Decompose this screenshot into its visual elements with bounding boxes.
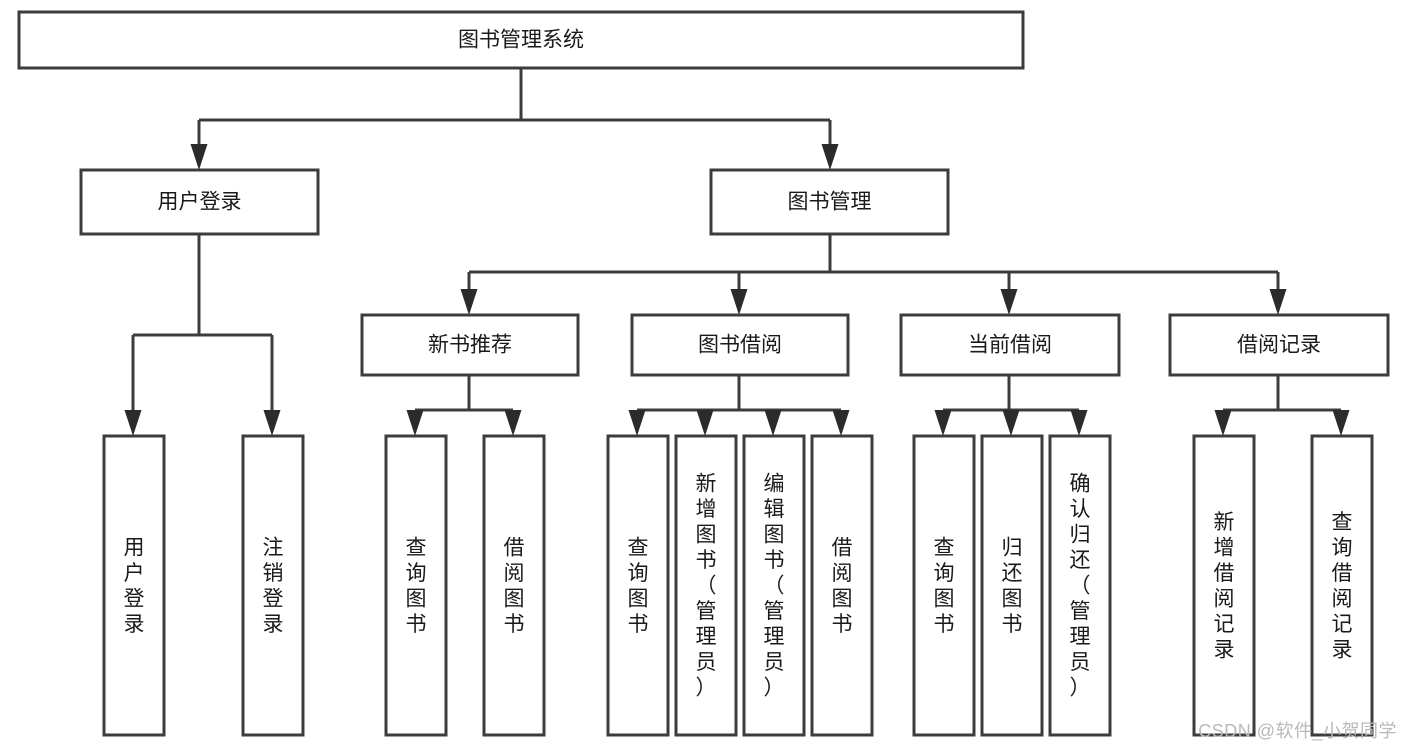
leaf-node[interactable]: 注销登录 (241, 434, 305, 737)
level2-box[interactable] (360, 313, 580, 377)
root-box[interactable] (17, 10, 1025, 70)
arrow-head-icon (934, 410, 952, 436)
leaf-box[interactable] (674, 434, 738, 737)
leaf-node[interactable]: 查询图书 (606, 434, 670, 737)
leaf-label: 新增借阅记录 (1214, 511, 1235, 662)
leaf-box[interactable] (482, 434, 546, 737)
level1-box[interactable] (709, 168, 950, 236)
arrow-head-icon (263, 410, 281, 436)
leaf-node[interactable]: 归还图书 (980, 434, 1044, 737)
arrow-head-icon (504, 410, 522, 436)
leaf-node[interactable]: 查询借阅记录 (1310, 434, 1374, 737)
leaf-label: 查询图书 (406, 536, 427, 636)
connector-current-borrow-to-leaves (934, 375, 1088, 436)
leaf-label: 新增图书（管理员） (696, 473, 717, 700)
arrow-head-icon (1269, 289, 1287, 315)
leaf-node[interactable]: 借阅图书 (810, 434, 874, 737)
root-node[interactable]: 图书管理系统 (17, 10, 1025, 70)
arrow-head-icon (406, 410, 424, 436)
level1-label: 用户登录 (158, 191, 242, 214)
leaf-node[interactable]: 确认归还（管理员） (1048, 434, 1112, 737)
leaf-box[interactable] (102, 434, 166, 737)
arrow-head-icon (190, 144, 208, 170)
arrow-head-icon (696, 410, 714, 436)
leaf-node[interactable]: 用户登录 (102, 434, 166, 737)
arrow-head-icon (1214, 410, 1232, 436)
level2-label: 图书借阅 (698, 334, 782, 357)
connector-user-login-to-leaves (124, 234, 281, 436)
leaf-box[interactable] (606, 434, 670, 737)
arrow-head-icon (832, 410, 850, 436)
leaf-box[interactable] (384, 434, 448, 737)
leaf-box[interactable] (241, 434, 305, 737)
connector-book-mgmt-to-level2 (460, 234, 1287, 315)
connector-layer (124, 68, 1350, 436)
leaf-box[interactable] (912, 434, 976, 737)
arrow-head-icon (124, 410, 142, 436)
leaf-label: 借阅图书 (832, 536, 853, 636)
arrow-head-icon (764, 410, 782, 436)
arrow-head-icon (1002, 410, 1020, 436)
leaf-node[interactable]: 新增图书（管理员） (674, 434, 738, 737)
leaf-label: 编辑图书（管理员） (764, 473, 785, 700)
level2-label: 借阅记录 (1237, 334, 1321, 357)
leaf-box[interactable] (980, 434, 1044, 737)
level2-node[interactable]: 当前借阅 (899, 313, 1121, 377)
level1-node[interactable]: 用户登录 (79, 168, 320, 236)
arrow-head-icon (730, 289, 748, 315)
level2-node[interactable]: 借阅记录 (1168, 313, 1390, 377)
leaf-box[interactable] (1048, 434, 1112, 737)
level1-box[interactable] (79, 168, 320, 236)
arrow-head-icon (1332, 410, 1350, 436)
leaf-box[interactable] (1192, 434, 1256, 737)
leaf-box[interactable] (742, 434, 806, 737)
leaf-box[interactable] (810, 434, 874, 737)
connector-records-to-leaves (1214, 375, 1350, 436)
leaf-node[interactable]: 借阅图书 (482, 434, 546, 737)
arrow-head-icon (628, 410, 646, 436)
leaf-label: 归还图书 (1002, 536, 1023, 636)
level1-label: 图书管理 (788, 191, 872, 214)
level2-label: 新书推荐 (428, 334, 512, 357)
leaf-node[interactable]: 查询图书 (384, 434, 448, 737)
level2-box[interactable] (1168, 313, 1390, 377)
leaf-label: 查询借阅记录 (1332, 511, 1353, 662)
leaf-node[interactable]: 新增借阅记录 (1192, 434, 1256, 737)
level2-node[interactable]: 新书推荐 (360, 313, 580, 377)
connector-borrow-to-leaves (628, 375, 850, 436)
leaf-node[interactable]: 查询图书 (912, 434, 976, 737)
leaf-label: 注销登录 (263, 536, 284, 636)
leaf-label: 用户登录 (124, 536, 145, 636)
leaf-label: 确认归还（管理员） (1070, 473, 1091, 700)
arrow-head-icon (460, 289, 478, 315)
node-layer: 图书管理系统用户登录图书管理新书推荐图书借阅当前借阅借阅记录用户登录注销登录查询… (17, 10, 1390, 737)
level2-box[interactable] (630, 313, 850, 377)
root-label: 图书管理系统 (458, 29, 584, 52)
level2-label: 当前借阅 (968, 334, 1052, 357)
arrow-head-icon (1000, 289, 1018, 315)
arrow-head-icon (821, 144, 839, 170)
arrow-head-icon (1070, 410, 1088, 436)
leaf-label: 借阅图书 (504, 536, 525, 636)
leaf-label: 查询图书 (628, 536, 649, 636)
leaf-label: 查询图书 (934, 536, 955, 636)
leaf-box[interactable] (1310, 434, 1374, 737)
level2-node[interactable]: 图书借阅 (630, 313, 850, 377)
leaf-node[interactable]: 编辑图书（管理员） (742, 434, 806, 737)
level1-node[interactable]: 图书管理 (709, 168, 950, 236)
level2-box[interactable] (899, 313, 1121, 377)
connector-root-to-level1 (190, 68, 839, 170)
connector-new-book-to-leaves (406, 375, 522, 436)
